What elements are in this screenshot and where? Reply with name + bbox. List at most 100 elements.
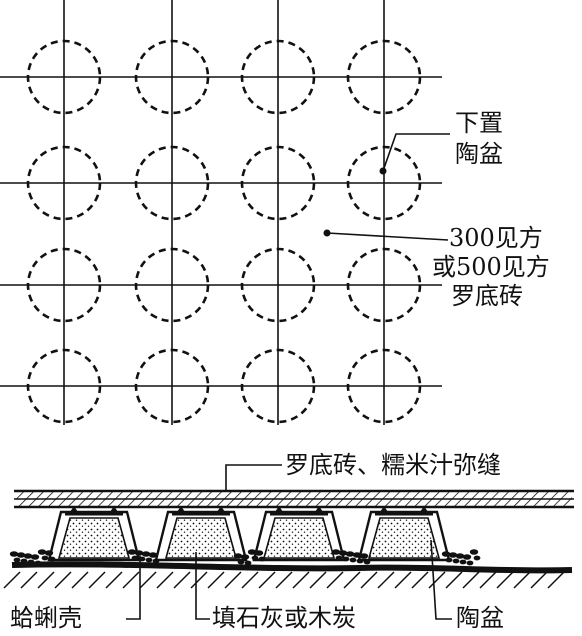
shell-fragment (152, 558, 160, 564)
shell-fragment (349, 557, 357, 563)
pot-circle (346, 247, 422, 323)
shell-fragment (363, 559, 371, 565)
shell-callout: 蛤蜊壳 (10, 556, 141, 632)
section-pot (154, 506, 248, 562)
pot-circle (134, 348, 210, 424)
plan-view: 下置 陶盆 300见方 或500见方 罗底砖 (0, 0, 550, 425)
pot-circle (346, 145, 422, 221)
shell-fragment (44, 550, 54, 556)
shell-fragment (254, 550, 264, 556)
shell-fragment (148, 552, 158, 558)
shell-label: 蛤蜊壳 (10, 604, 82, 632)
shell-leader (126, 556, 141, 620)
shell-fragment (127, 549, 137, 555)
ground-hatch-line (309, 571, 327, 589)
top-layer-leader (225, 464, 282, 491)
ground-hatch-line (445, 571, 463, 589)
shell-fragment (462, 554, 472, 560)
shell-fragment (13, 557, 21, 563)
brick-label-line1: 300见方 (449, 224, 543, 252)
pot-callout: 下置 陶盆 (379, 109, 503, 175)
section-pots (47, 506, 451, 562)
shell-fragment (338, 550, 348, 556)
ground-hatch-line (207, 571, 225, 589)
shell-fragment (331, 549, 341, 555)
shell-fragment (41, 555, 49, 561)
brick-callout-leader (326, 232, 449, 241)
section-view: 罗底砖、糯米汁弥缝 蛤蜊壳 填石灰或木炭 陶盆 (3, 451, 574, 632)
pot-circle (134, 145, 210, 221)
pot-circle (240, 145, 316, 221)
ground-hatch-line (496, 571, 514, 589)
ground-hatch-line (190, 571, 208, 589)
ground-hatch-line (292, 571, 310, 589)
top-layer-callout: 罗底砖、糯米汁弥缝 (225, 451, 501, 491)
pot-circle (134, 247, 210, 323)
fill-leader (195, 552, 210, 620)
shell-fragment (16, 552, 26, 558)
shell-fragment (247, 549, 257, 555)
pot-positions (26, 39, 422, 424)
ground-hatch-line (156, 571, 174, 589)
pot-circle (346, 348, 422, 424)
fill-callout: 填石灰或木炭 (195, 552, 356, 632)
pot-section-leader (430, 539, 452, 620)
ground-hatch-line (20, 571, 38, 589)
fill-label: 填石灰或木炭 (212, 604, 356, 632)
ground-hatch-line (479, 571, 497, 589)
shell-fragment (240, 554, 250, 560)
ground-hatch-line (173, 571, 191, 589)
brick-label-line2: 或500见方 (432, 253, 550, 281)
pot-circle (26, 39, 102, 115)
shell-fragment (342, 556, 350, 562)
shell-fragment (258, 556, 266, 562)
shell-fragment (345, 551, 355, 557)
brick-grid-lines (0, 0, 442, 425)
shell-fragment (141, 551, 151, 557)
ground-hatch-line (105, 571, 123, 589)
shell-fragment (452, 558, 460, 564)
ground-hatching (3, 571, 565, 589)
ground-hatch-line (224, 571, 242, 589)
ground-hatch-line (547, 571, 565, 589)
shell-fragment (237, 559, 245, 565)
ground-hatch-line (88, 571, 106, 589)
pot-section-callout: 陶盆 (430, 539, 504, 632)
section-pot (252, 506, 346, 562)
top-layer-label: 罗底砖、糯米汁弥缝 (285, 451, 501, 479)
pot-label-line2: 陶盆 (455, 140, 503, 168)
pot-label-line1: 下置 (455, 109, 503, 137)
shell-fragment (445, 557, 453, 563)
shell-fragment (335, 555, 343, 561)
shell-fragment (352, 552, 362, 558)
shell-fragment (244, 560, 252, 566)
shell-fragment (145, 557, 153, 563)
pot-circle (134, 39, 210, 115)
ground-hatch-line (530, 571, 548, 589)
pot-circle (346, 39, 422, 115)
section-pot (47, 506, 141, 562)
shell-fragment (441, 551, 451, 557)
shell-fragment (466, 560, 474, 566)
brick-label-line3: 罗底砖 (451, 282, 523, 310)
ground-hatch-line (462, 571, 480, 589)
brick-callout: 300见方 或500见方 罗底砖 (323, 224, 550, 310)
shell-fragment (30, 554, 40, 560)
top-brick-layer (14, 489, 574, 509)
ground-hatch-line (54, 571, 72, 589)
ground-hatch-line (377, 571, 395, 589)
pot-callout-leader (382, 133, 450, 172)
section-pot (357, 506, 451, 562)
shell-fragment (37, 549, 47, 555)
pot-circle (240, 247, 316, 323)
ground-hatch-line (394, 571, 412, 589)
ground-hatch-line (139, 571, 157, 589)
shell-fragment (459, 559, 467, 565)
shell-fragment (469, 549, 479, 555)
shell-fragment (251, 555, 259, 561)
ground-hatch-line (428, 571, 446, 589)
pot-circle (240, 39, 316, 115)
ground-hatch-line (513, 571, 531, 589)
shell-fragment (233, 553, 243, 559)
